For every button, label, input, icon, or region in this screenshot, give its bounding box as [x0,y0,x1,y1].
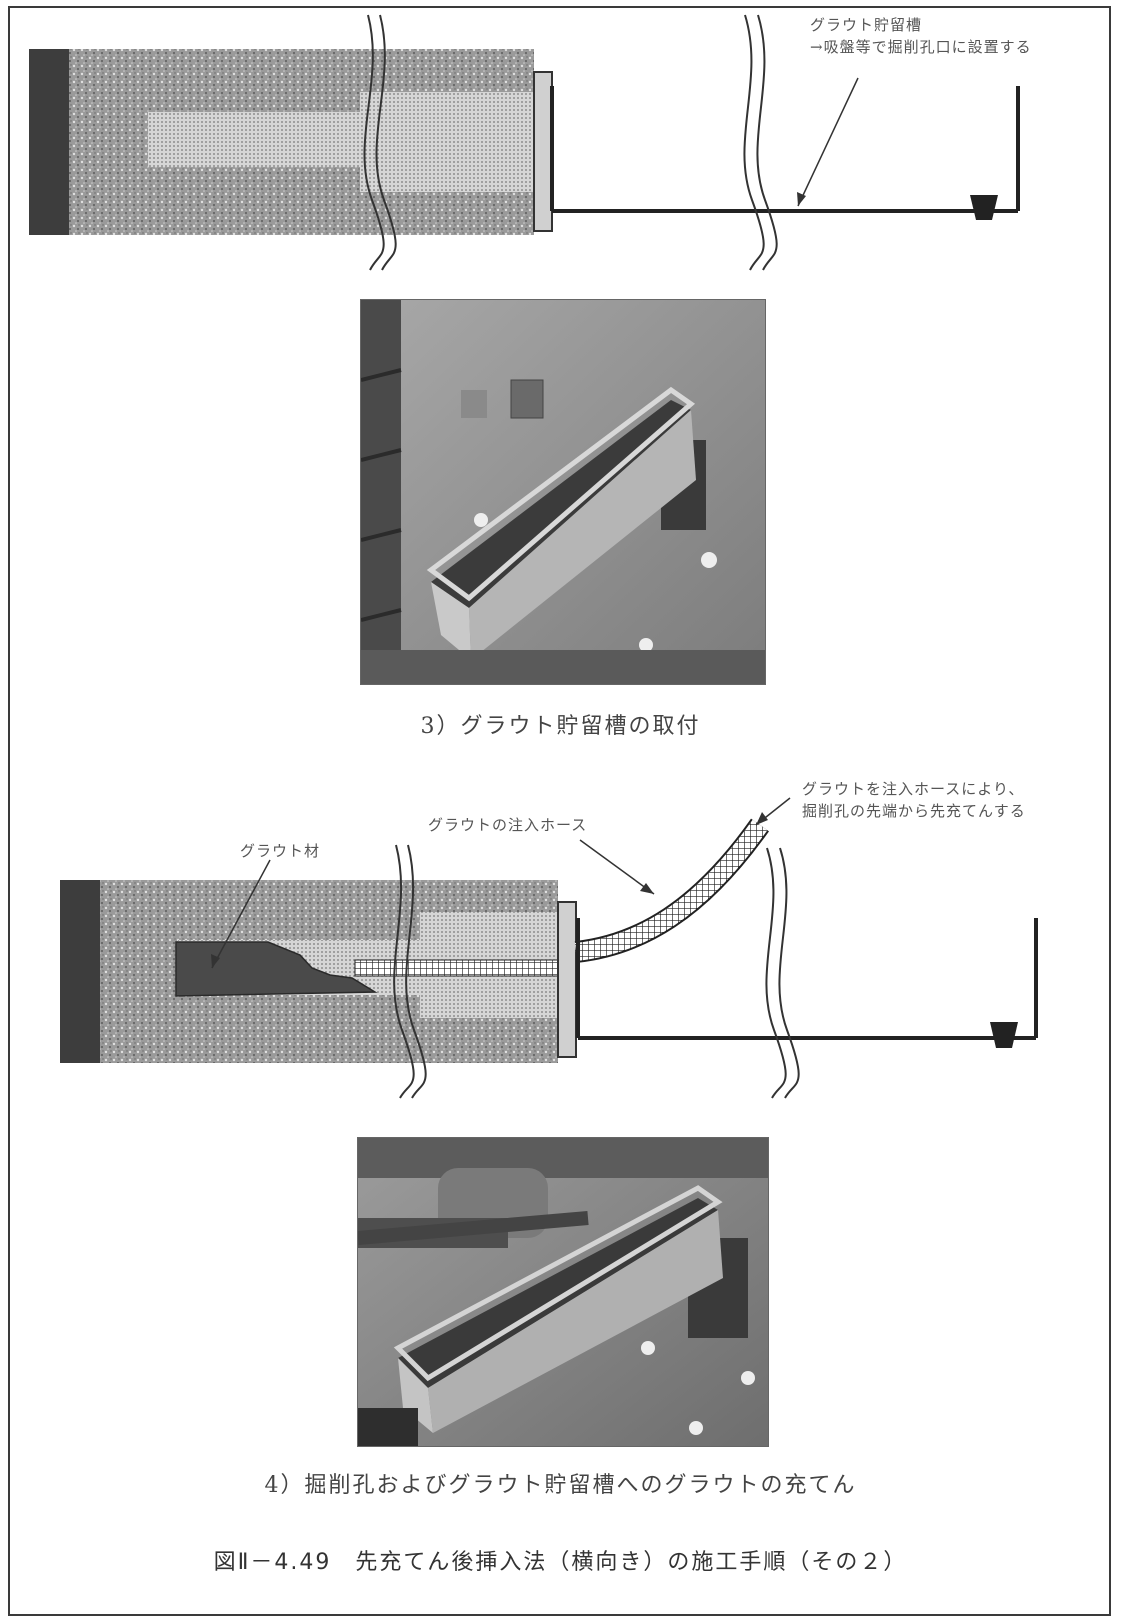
caption-step3: 3）グラウト貯留槽の取付 [420,714,701,739]
inject-note-line1: グラウトを注入ホースにより、 [802,780,1025,798]
end-plate [533,71,553,232]
end-plate [557,901,577,1058]
photo-grout-filling [357,1137,769,1447]
diagram-step3-drawing [29,14,1020,271]
grout-material [175,941,378,997]
photo-reservoir-installed [360,299,766,685]
hose-label: グラウトの注入ホース [428,816,588,834]
photo-reservoir-installed-image [361,300,765,684]
bore-hole [148,92,534,192]
reservoir-cup [970,195,998,220]
rock-face [29,49,69,235]
diagram-step4: グラウト材 グラウトの注入ホース グラウトを注入ホースにより、 掘削孔の先端から… [0,770,1121,1100]
photo-grout-filling-image [358,1138,768,1446]
reservoir-label-line2: →吸盤等で掘削孔口に設置する [810,38,1032,56]
diagram-step4-drawing [60,797,1038,1099]
diagram-step3: グラウト貯留槽 →吸盤等で掘削孔口に設置する [0,0,1121,290]
rock-face [60,880,100,1063]
figure-title: 図Ⅱ－4.49 先充てん後挿入法（横向き）の施工手順（その２） [213,1550,908,1575]
caption-step4: 4）掘削孔およびグラウト貯留槽へのグラウトの充てん [264,1473,857,1498]
figure-frame [8,6,1111,1616]
reservoir-cup [990,1022,1018,1048]
inject-note-line2: 掘削孔の先端から先充てんする [802,802,1026,820]
grout-material-label: グラウト材 [240,842,321,860]
hose-outer [574,819,768,961]
hose-inner [354,959,561,977]
reservoir-label-line1: グラウト貯留槽 [810,16,923,34]
